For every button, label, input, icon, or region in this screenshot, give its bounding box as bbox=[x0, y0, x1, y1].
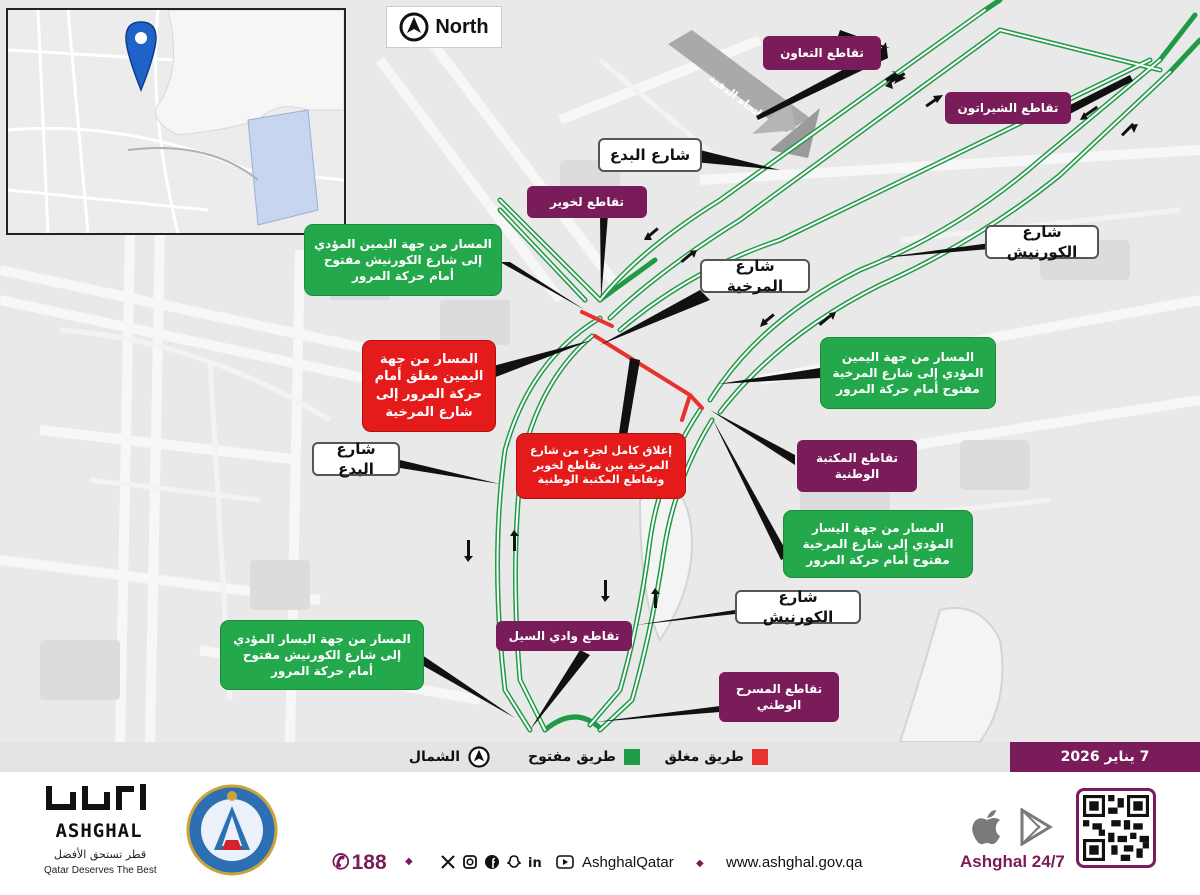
closed-roads bbox=[580, 310, 704, 422]
ministry-emblem bbox=[186, 784, 278, 876]
closed-road-swatch bbox=[752, 749, 768, 765]
open-road-label: طريق مفتوح bbox=[528, 749, 616, 765]
label-green-right-lane-markhiya: المسار من جهة اليمين المؤدي إلى شارع الم… bbox=[820, 337, 996, 409]
label-intersection-national-theatre: تقاطع المسرح الوطني bbox=[719, 672, 839, 722]
label-intersection-lekhwair: تقاطع لخوير bbox=[527, 186, 647, 218]
ashghal-wordmark: ASHGHAL bbox=[55, 820, 142, 842]
label-green-left-lane-markhiya: المسار من جهة اليسار المؤدي إلى شارع الم… bbox=[783, 510, 973, 578]
tagline-arabic: قطر تستحق الأفضل bbox=[53, 848, 147, 861]
social-handle[interactable]: AshghalQatar bbox=[582, 854, 674, 871]
label-intersection-national-library: تقاطع المكتبة الوطنية bbox=[797, 440, 917, 492]
snapchat-icon[interactable] bbox=[506, 854, 522, 870]
phone-icon: ✆ bbox=[332, 851, 350, 874]
north-legend-label: الشمال bbox=[408, 749, 460, 765]
label-red-full-closure: إغلاق كامل لجزء من شارع المرخية بين تقاط… bbox=[516, 433, 686, 499]
hotline[interactable]: ✆ 188 bbox=[332, 850, 387, 875]
peninsula bbox=[898, 607, 1004, 742]
legend-bar: طريق مغلق طريق مفتوح الشمال 7 يناير 2026 bbox=[0, 742, 1200, 772]
label-street-bidda-top: شارع البدع bbox=[598, 138, 702, 172]
road-closure-map: باتجاه الدفنة bbox=[0, 0, 1200, 742]
ashghal-logo: ASHGHAL قطر تستحق الأفضل Qatar Deserves … bbox=[44, 782, 157, 876]
website-link[interactable]: www.ashghal.gov.qa bbox=[726, 854, 863, 871]
label-intersection-wadi-sail: تقاطع وادي السيل bbox=[496, 621, 632, 651]
closed-road-label: طريق مغلق bbox=[664, 749, 744, 765]
legend-open-road: طريق مفتوح bbox=[528, 742, 640, 772]
ashghal-logo-mark: ASHGHAL bbox=[46, 784, 146, 842]
facebook-icon[interactable] bbox=[484, 854, 500, 870]
label-red-right-lane-closed: المسار من جهة اليمين مغلق أمام حركة المر… bbox=[362, 340, 496, 432]
north-arrow-icon bbox=[399, 12, 429, 42]
label-street-markhiya: شارع المرخية bbox=[700, 257, 810, 295]
hotline-number: 188 bbox=[351, 850, 387, 874]
linkedin-icon[interactable]: in bbox=[528, 854, 550, 870]
label-intersection-sheraton: تقاطع الشيراتون bbox=[945, 92, 1071, 124]
social-icons: in bbox=[440, 854, 574, 870]
app-name: Ashghal 24/7 bbox=[960, 852, 1065, 871]
building-blocks bbox=[40, 160, 1130, 700]
label-street-corniche-top: شارع الكورنيش bbox=[985, 223, 1099, 261]
svg-text:in: in bbox=[528, 856, 542, 870]
locator-inset-map bbox=[6, 8, 346, 235]
qr-code-icon[interactable] bbox=[1076, 788, 1156, 868]
label-intersection-taawun: تقاطع التعاون bbox=[763, 36, 881, 70]
apple-icon[interactable] bbox=[970, 808, 1004, 846]
footer: ASHGHAL قطر تستحق الأفضل Qatar Deserves … bbox=[0, 772, 1200, 895]
label-street-corniche-bottom: شارع الكورنيش bbox=[735, 588, 861, 626]
tagline-english: Qatar Deserves The Best bbox=[44, 865, 157, 876]
north-arrow-icon bbox=[468, 746, 490, 768]
label-street-bidda-left: شارع البدع bbox=[312, 440, 400, 478]
north-label: North bbox=[435, 15, 489, 38]
instagram-icon[interactable] bbox=[462, 854, 478, 870]
location-pin-icon bbox=[125, 21, 157, 93]
publish-date: 7 يناير 2026 bbox=[1010, 742, 1200, 772]
label-green-right-lane-corniche: المسار من جهة اليمين المؤدي إلى شارع الك… bbox=[304, 224, 502, 296]
play-store-icon[interactable] bbox=[1018, 808, 1054, 846]
label-pointers bbox=[400, 30, 1133, 730]
label-green-left-lane-corniche: المسار من جهة اليسار المؤدي إلى شارع الك… bbox=[220, 620, 424, 690]
open-road-swatch bbox=[624, 749, 640, 765]
legend-closed-road: طريق مغلق bbox=[664, 742, 768, 772]
legend-north: الشمال bbox=[409, 742, 490, 772]
north-indicator: North bbox=[386, 6, 502, 48]
youtube-icon[interactable] bbox=[556, 854, 574, 870]
x-icon[interactable] bbox=[440, 854, 456, 870]
